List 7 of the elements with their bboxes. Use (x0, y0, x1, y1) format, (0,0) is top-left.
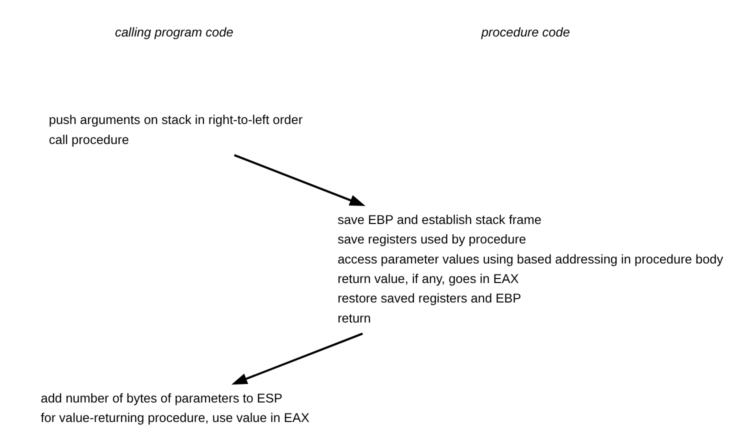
label: calling program code (114, 24, 234, 40)
node-text: save EBP and establish stack frame save registers used by procedure access parameter values using based addressing in procedure body return value, if any, goes in EAX restore saved registers and EBP return (338, 211, 724, 325)
arrow (234, 154, 366, 206)
node-text: add number of bytes of parameters to ESP for value-returning procedure, use value in EAX (40, 390, 310, 425)
arrow (231, 332, 363, 384)
node-text: push arguments on stack in right-to-left order call procedure (48, 112, 303, 146)
label: procedure code (481, 24, 570, 40)
